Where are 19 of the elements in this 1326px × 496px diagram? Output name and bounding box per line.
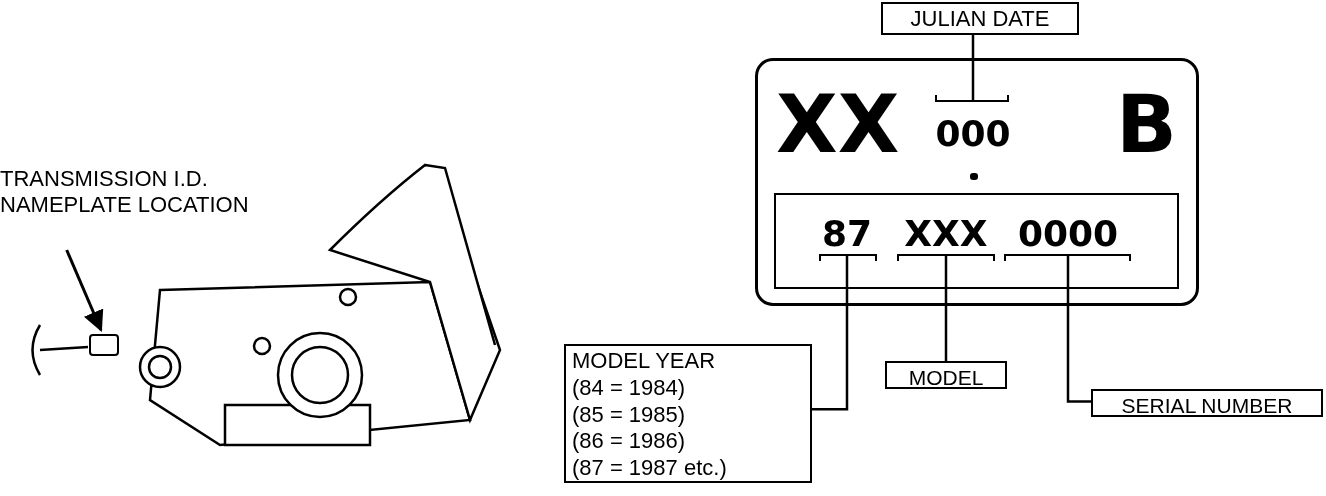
leader-line bbox=[971, 35, 975, 101]
model-label: MODEL bbox=[885, 361, 1007, 389]
leader-line bbox=[1066, 255, 1091, 403]
serial-number-label: SERIAL NUMBER bbox=[1091, 389, 1323, 417]
code-letter: B bbox=[1116, 85, 1177, 165]
nameplate-location-box bbox=[89, 334, 119, 356]
code-panel bbox=[774, 193, 1179, 289]
legend-line: MODEL YEAR bbox=[572, 348, 717, 375]
legend-line: (84 = 1984) bbox=[572, 374, 687, 402]
julian-date-label: JULIAN DATE bbox=[881, 2, 1079, 35]
legend-line: (86 = 1986) bbox=[572, 428, 687, 456]
leader-line bbox=[812, 255, 849, 411]
legend-line: (85 = 1985) bbox=[572, 401, 687, 429]
legend-line: (87 = 1987 etc.) bbox=[572, 455, 728, 483]
leader-line bbox=[944, 255, 948, 361]
arrow bbox=[65, 249, 104, 332]
code-letters: XX bbox=[776, 85, 900, 165]
model-year-label bbox=[564, 344, 812, 483]
nameplate-card bbox=[755, 58, 1199, 306]
